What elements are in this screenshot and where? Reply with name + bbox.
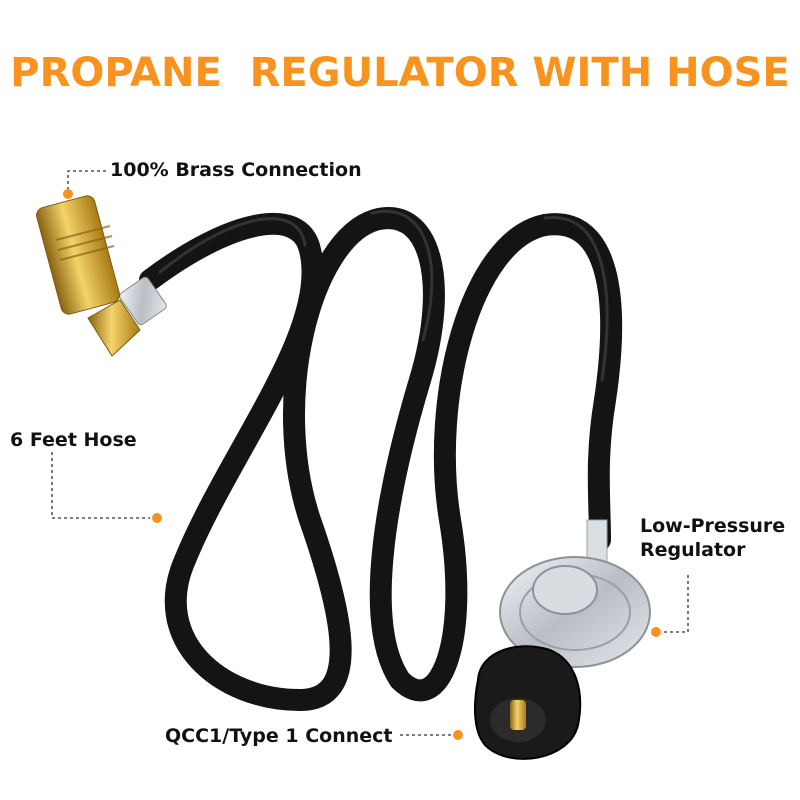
hose-segment (534, 213, 623, 551)
callout-dot-brass (63, 189, 73, 199)
callout-line-brass (67, 170, 108, 190)
callout-line-hose (51, 452, 150, 519)
label-regulator-line2: Regulator (640, 539, 746, 561)
callout-dot-qcc (453, 730, 463, 740)
label-regulator: Low-Pressure Regulator (640, 514, 785, 562)
brass-connector (36, 195, 167, 357)
label-regulator-line1: Low-Pressure (640, 515, 786, 537)
hose-highlight (158, 209, 609, 382)
hose-segment (369, 214, 556, 702)
callout-line-regulator (662, 575, 689, 633)
qcc1-nut (473, 645, 582, 760)
callout-dot-regulator (651, 627, 661, 637)
label-qcc1-connect: QCC1/Type 1 Connect (165, 725, 393, 747)
regulator (499, 519, 651, 668)
callout-dot-hose (152, 513, 162, 523)
hose-segment (283, 207, 445, 711)
hose-segment (139, 212, 324, 711)
label-brass-connection: 100% Brass Connection (110, 159, 362, 181)
page-title: PROPANE REGULATOR WITH HOSE (10, 50, 790, 96)
label-hose-length: 6 Feet Hose (10, 429, 137, 451)
callouts (51, 170, 689, 736)
